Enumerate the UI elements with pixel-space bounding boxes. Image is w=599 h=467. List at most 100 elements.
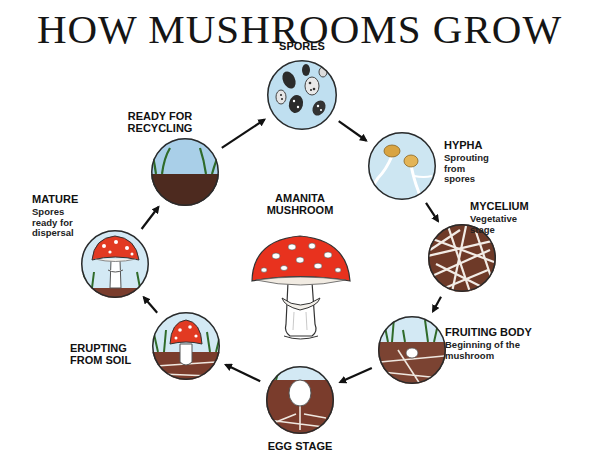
spores-illustration-part <box>281 98 283 100</box>
circle-border <box>267 367 334 434</box>
circle-border <box>82 231 149 298</box>
mature-illustration-part <box>79 288 151 300</box>
stage-circle: FRUITING BODYBeginning of the mushroom <box>378 316 446 384</box>
hypha-illustration <box>366 130 438 205</box>
spores-illustration-part <box>320 109 322 111</box>
erupting-illustration-part <box>188 325 192 329</box>
amanita-illustration-part-part <box>261 268 267 273</box>
fruiting-body-illustration <box>376 314 448 386</box>
mature-illustration-part <box>131 253 134 256</box>
amanita-illustration-part <box>256 277 346 285</box>
hypha-illustration-part <box>404 155 418 167</box>
amanita-illustration <box>252 236 350 339</box>
cycle-arrow <box>142 207 159 229</box>
mature-illustration-part <box>95 259 136 262</box>
stage-description: Sprouting from spores <box>444 153 494 185</box>
circle-border <box>153 313 220 380</box>
spores-illustration-part <box>313 88 316 91</box>
spores-illustration <box>262 55 342 135</box>
spores-illustration-part <box>310 98 328 118</box>
cycle-arrow <box>226 365 260 381</box>
egg-stage-illustration-part <box>268 404 332 430</box>
erupting-illustration-part <box>180 344 192 365</box>
amanita-illustration-part-part <box>335 268 341 273</box>
stage-description: Vegetative stage <box>470 214 530 235</box>
stage-heading: EGG STAGE <box>250 440 350 452</box>
amanita-illustration-part <box>284 336 318 339</box>
cycle-arrow <box>222 120 265 148</box>
spores-illustration-part <box>287 93 305 114</box>
spores-illustration-part <box>280 69 298 90</box>
amanita-illustration-part <box>293 312 307 330</box>
stage-circle: ERUPTING FROM SOIL <box>152 312 220 380</box>
amanita-illustration-part-part <box>309 243 316 249</box>
stage-heading: HYPHA <box>444 139 534 151</box>
cycle-arrow <box>339 121 366 140</box>
spores-illustration-part <box>276 90 286 104</box>
mycelium-illustration-part-part <box>436 264 484 288</box>
stage-heading: MATURE <box>32 193 122 205</box>
spores-illustration-part <box>297 106 299 108</box>
amanita-illustration-part <box>252 236 350 281</box>
spores-illustration-part <box>262 55 342 135</box>
erupting-illustration-part <box>194 334 197 337</box>
cycle-arrow <box>426 203 438 221</box>
spores-illustration-part <box>302 64 310 76</box>
mature-illustration-part <box>79 228 151 300</box>
stage-heading: FRUITING BODY <box>445 326 575 338</box>
hypha-illustration-part <box>369 156 392 196</box>
stage-heading: ERUPTING FROM SOIL <box>70 342 150 366</box>
mature-illustration-part <box>108 270 123 272</box>
spores-illustration-part <box>280 94 282 96</box>
specimen-label: AMANITA MUSHROOM <box>250 192 350 216</box>
recycling-illustration-part <box>149 174 221 208</box>
stage-heading: MYCELIUM <box>470 200 570 212</box>
circle-outline <box>368 132 436 200</box>
circle-outline <box>266 366 334 434</box>
mature-illustration-part <box>110 260 121 288</box>
mature-illustration-part <box>114 240 118 244</box>
amanita-illustration-part-part <box>314 263 322 269</box>
egg-stage-illustration-part <box>289 380 311 406</box>
stage-circle: MYCELIUMVegetative stage <box>428 224 496 292</box>
circle-border <box>429 225 496 292</box>
stage-description: Spores ready for dispersal <box>32 207 87 239</box>
spores-illustration-part <box>309 82 312 85</box>
mature-illustration-part <box>102 244 106 248</box>
stage-heading: SPORES <box>252 40 352 52</box>
cycle-arrow <box>433 297 441 312</box>
spores-illustration-part <box>293 100 295 102</box>
stage-circle: EGG STAGE <box>266 366 334 434</box>
circle-outline <box>267 60 337 130</box>
circle-outline <box>152 312 220 380</box>
stage-circle: MATURESpores ready for dispersal <box>81 230 149 298</box>
amanita-illustration-part-part <box>281 266 288 271</box>
mature-illustration-part <box>125 246 129 250</box>
amanita-illustration-part-part <box>272 253 280 259</box>
stage-circle: HYPHASprouting from spores <box>368 132 436 200</box>
erupting-illustration-part <box>170 320 202 344</box>
recycling-illustration-part <box>149 136 221 208</box>
cycle-arrow <box>144 297 157 312</box>
circle-outline <box>378 316 446 384</box>
mycelium-illustration-part-part <box>452 226 466 292</box>
egg-stage-illustration <box>264 364 338 436</box>
hypha-illustration-part <box>411 165 420 205</box>
amanita-illustration-part <box>282 298 320 310</box>
erupting-illustration-part <box>150 310 222 382</box>
amanita-illustration-part-part <box>288 244 296 250</box>
amanita-illustration-part <box>261 243 341 272</box>
mature-illustration-part <box>108 250 111 253</box>
fruiting-body-illustration-part <box>376 314 448 386</box>
erupting-illustration <box>150 310 222 382</box>
circle-border <box>379 317 446 384</box>
erupting-illustration-part <box>178 328 182 332</box>
circle-border <box>369 133 436 200</box>
spores-illustration-part <box>317 105 319 107</box>
recycling-illustration <box>149 136 221 208</box>
egg-stage-illustration-part <box>264 380 336 436</box>
circle-border <box>152 139 219 206</box>
